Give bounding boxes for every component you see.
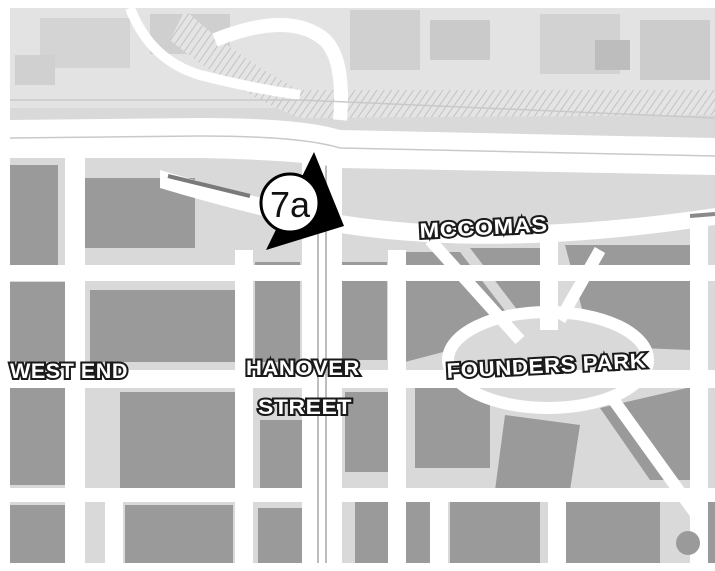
label-hanover: HANOVER [246, 357, 360, 380]
access-ramp [125, 8, 301, 100]
direction-marker-label: 7a [270, 184, 311, 225]
direction-marker-icon[interactable]: 7a [259, 152, 344, 250]
direction-marker-badge [259, 172, 321, 234]
label-hanover-street: STREET [258, 396, 352, 419]
access-ramp-2 [212, 18, 348, 121]
highway-edges [10, 99, 715, 157]
rail-segment-east [689, 212, 715, 218]
horizontal-streets [10, 265, 715, 502]
mccomas-road [160, 170, 715, 244]
elevated-highway [10, 118, 715, 175]
rail-segment [167, 174, 251, 198]
rail-corridor [170, 10, 715, 118]
label-west-end: WEST END [10, 360, 128, 383]
roundabout [676, 531, 700, 555]
